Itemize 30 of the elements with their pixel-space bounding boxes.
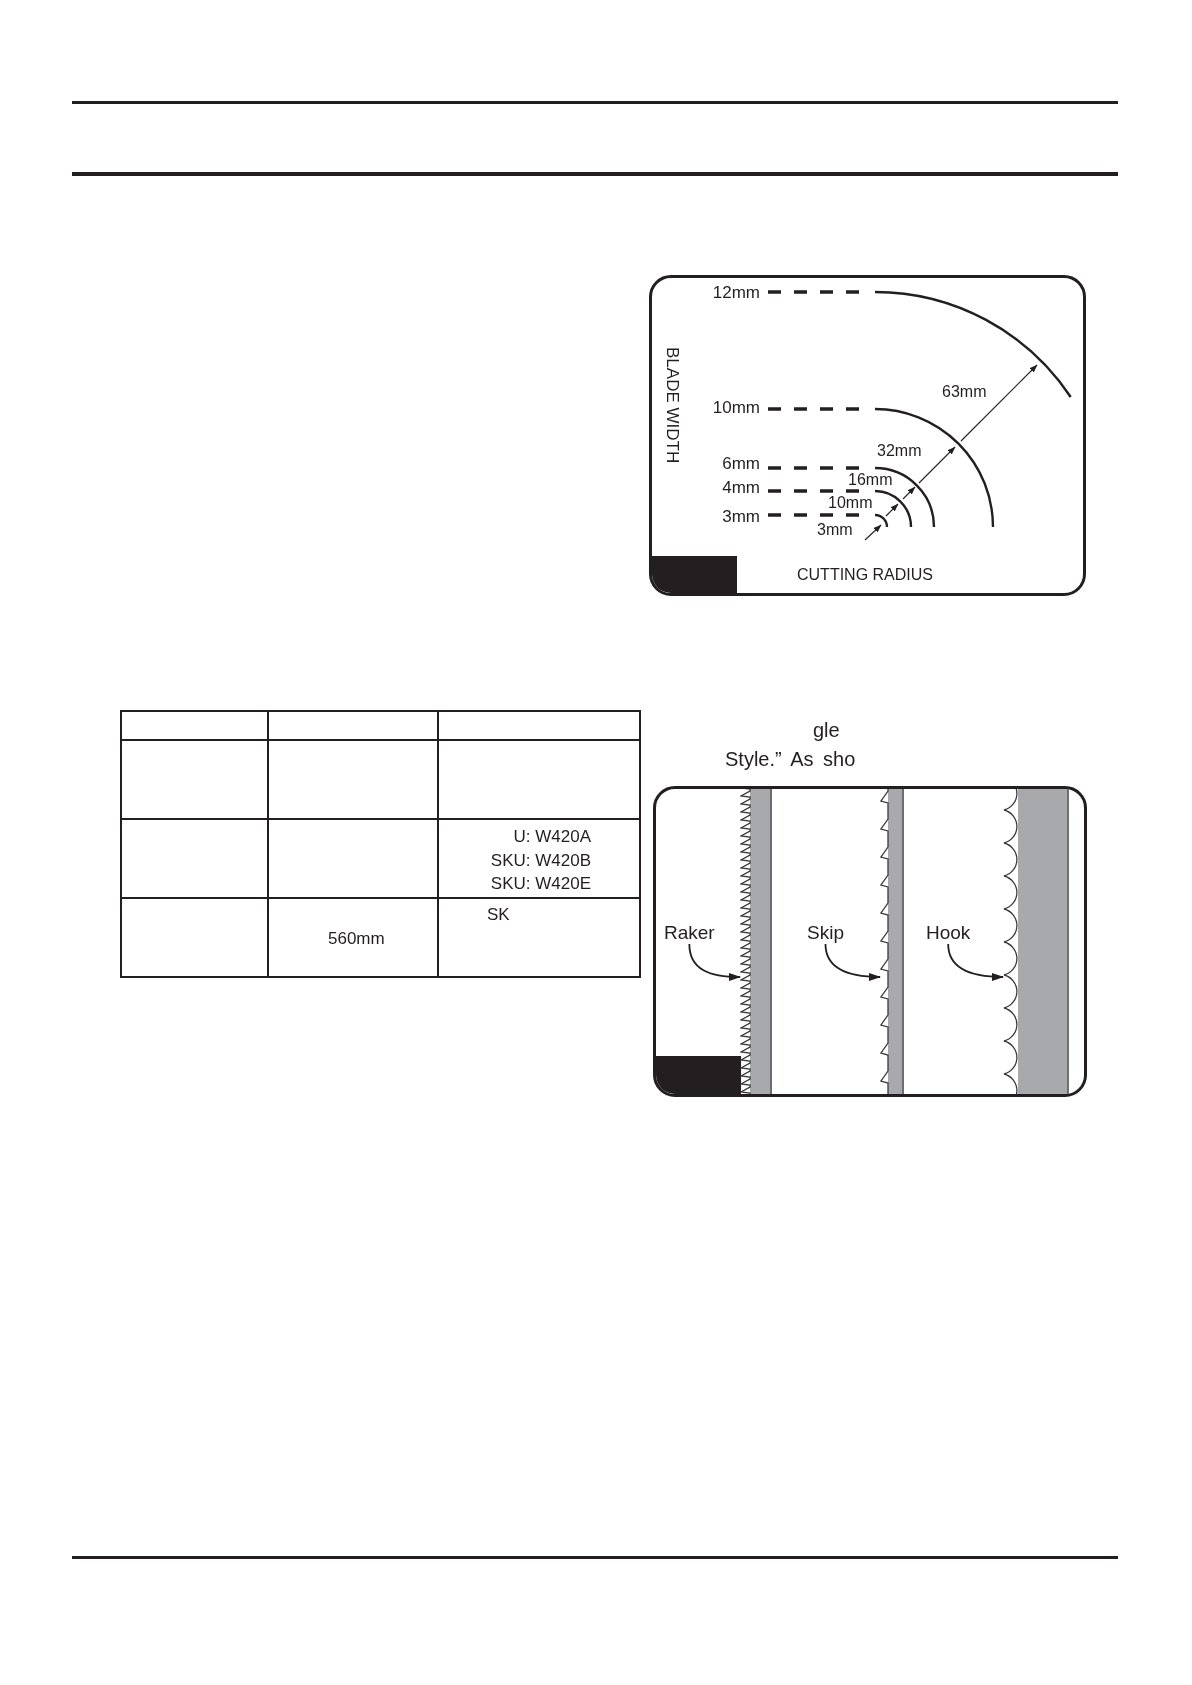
saw-blade-drawing bbox=[880, 789, 905, 1094]
cutting-radius-value: 32mm bbox=[877, 443, 922, 459]
blade-radius-panel bbox=[649, 275, 1086, 596]
axis-title: BLADE WIDTH bbox=[664, 347, 681, 464]
blade-width-value: 12mm bbox=[712, 283, 760, 301]
cell-text: SKU: W420E bbox=[490, 874, 591, 894]
tooth-style-label: Skip bbox=[807, 923, 844, 942]
blade-width-value: 3mm bbox=[722, 507, 760, 525]
axis-title: CUTTING RADIUS bbox=[797, 567, 933, 583]
cutting-radius-value: 10mm bbox=[828, 495, 873, 511]
cell-text: 560mm bbox=[328, 929, 385, 949]
tooth-style-label: Raker bbox=[664, 923, 715, 942]
saw-blade-drawing bbox=[740, 789, 773, 1094]
cell-text: U: W420A bbox=[513, 827, 591, 847]
cutting-radius-value: 3mm bbox=[817, 522, 853, 538]
blade-width-value: 6mm bbox=[722, 454, 760, 472]
saw-blade-drawing bbox=[1003, 789, 1070, 1094]
leader-arrow bbox=[688, 943, 741, 981]
body-text: Style.” As sho bbox=[725, 748, 856, 770]
cell-text: SK bbox=[487, 905, 510, 925]
leader-arrow bbox=[824, 943, 881, 981]
leader-arrow bbox=[947, 943, 1004, 981]
blade-width-value: 4mm bbox=[722, 478, 760, 496]
cutting-radius-value: 16mm bbox=[848, 472, 893, 488]
blade-width-value: 10mm bbox=[712, 398, 760, 416]
body-text: gle bbox=[813, 719, 840, 741]
tooth-style-panel bbox=[653, 786, 1087, 1097]
cutting-radius-value: 63mm bbox=[942, 384, 987, 400]
tooth-style-label: Hook bbox=[926, 923, 971, 942]
cell-text: SKU: W420B bbox=[490, 851, 591, 871]
